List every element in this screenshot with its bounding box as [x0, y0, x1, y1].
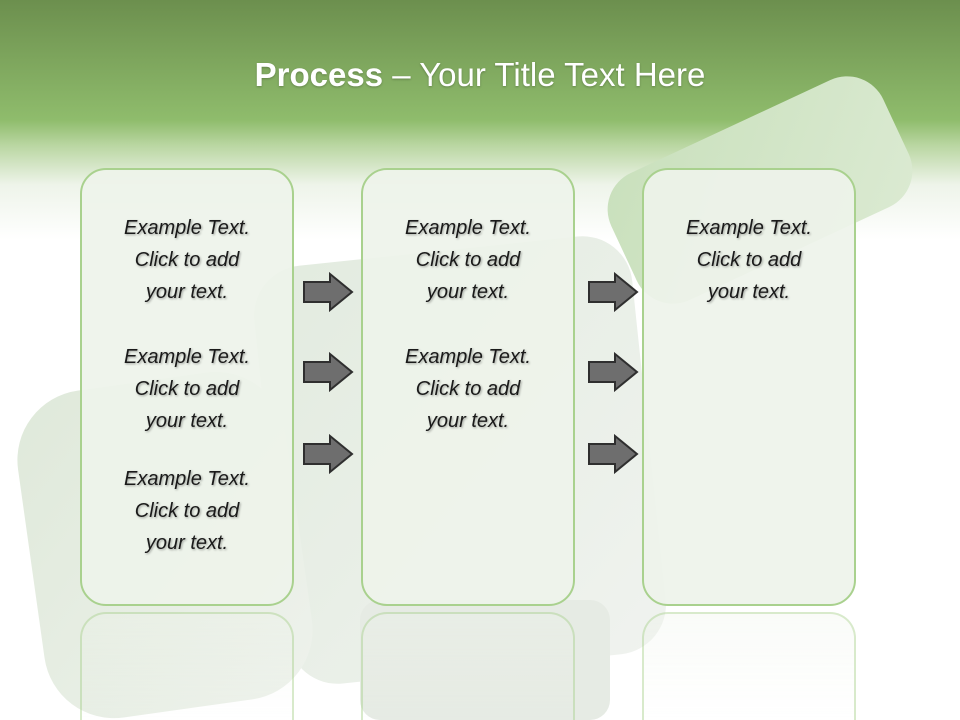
process-step-3-panel[interactable]: Example Text. Click to add your text. [642, 168, 856, 606]
title-bold: Process [254, 56, 384, 93]
right-arrow-icon [588, 434, 639, 474]
right-arrow-icon [303, 352, 354, 392]
right-arrow-icon [588, 272, 639, 312]
right-arrow-icon [303, 434, 354, 474]
right-arrow-icon [303, 272, 354, 312]
panel-reflection [80, 612, 294, 720]
text-placeholder[interactable]: Example Text. Click to add your text. [686, 217, 812, 303]
right-arrow-icon [588, 352, 639, 392]
panel-reflection [642, 612, 856, 720]
text-placeholder[interactable]: Example Text. Click to add your text. [124, 217, 250, 303]
process-step-2-panel[interactable]: Example Text. Click to add your text. Ex… [361, 168, 575, 606]
process-step-1-panel[interactable]: Example Text. Click to add your text. Ex… [80, 168, 294, 606]
text-placeholder[interactable]: Example Text. Click to add your text. [405, 346, 531, 432]
text-placeholder[interactable]: Example Text. Click to add your text. [124, 346, 250, 432]
text-placeholder[interactable]: Example Text. Click to add your text. [405, 217, 531, 303]
text-placeholder[interactable]: Example Text. Click to add your text. [124, 468, 250, 554]
title-rest: – Your Title Text Here [383, 56, 706, 93]
slide-title[interactable]: Process – Your Title Text Here [0, 50, 960, 100]
panel-reflection [361, 612, 575, 720]
